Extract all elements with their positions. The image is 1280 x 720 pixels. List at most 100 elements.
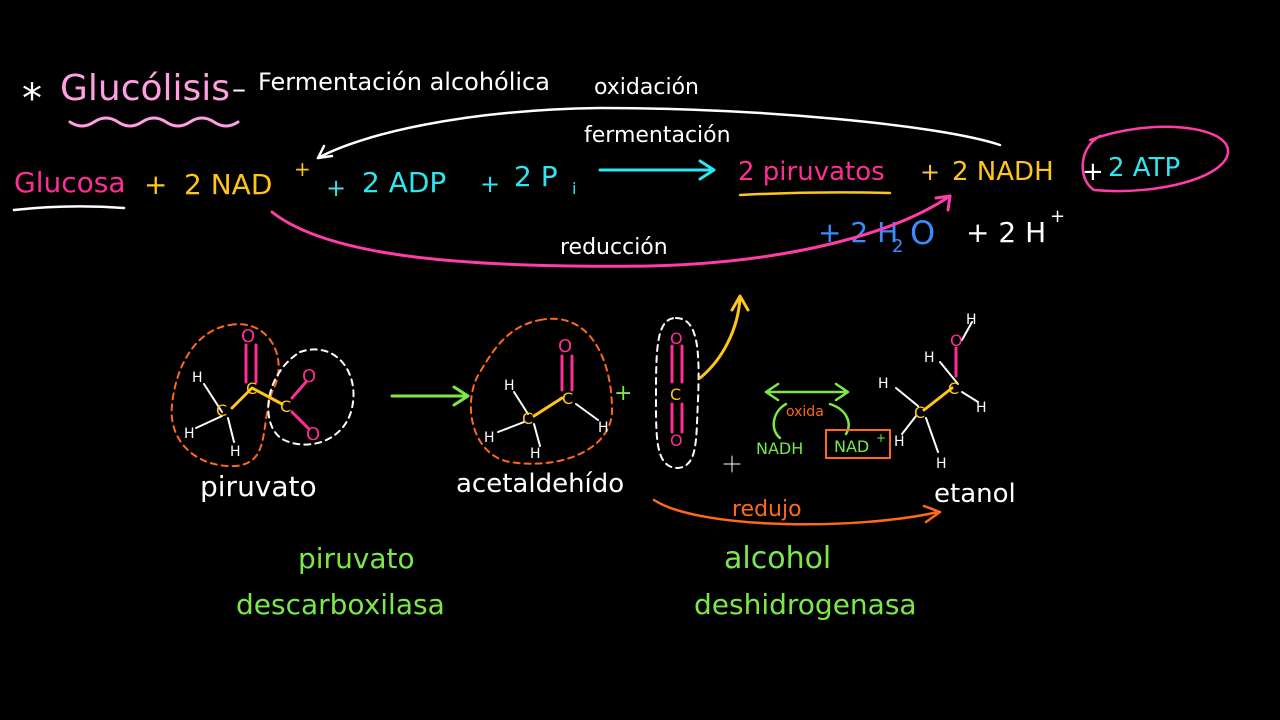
co2-o-bottom: O bbox=[670, 431, 683, 450]
pyruvate-o-top: O bbox=[241, 326, 255, 347]
acetaldehyde-o: O bbox=[558, 336, 572, 357]
title-fermentacion-alcoholica: Fermentación alcohólica bbox=[258, 68, 550, 96]
acetaldehyde-c-2: C bbox=[562, 389, 573, 408]
nadh-exchange: oxida NADH NAD + bbox=[756, 382, 891, 459]
enzyme-2-line-2: deshidrogenasa bbox=[694, 588, 917, 621]
acetaldehyde-h-1: H bbox=[504, 378, 515, 394]
eq-pi: 2 P bbox=[514, 160, 558, 193]
glucosa-underline bbox=[12, 205, 126, 212]
ethanol-h-3: H bbox=[894, 434, 905, 450]
label-redujo: redujo bbox=[732, 497, 802, 522]
ethanol-molecule: O C C H H H H H H bbox=[878, 312, 987, 472]
pyruvate-h-3: H bbox=[230, 444, 241, 460]
acetaldehyde-c-1: C bbox=[522, 409, 533, 428]
pyruvate-bond-c-o bbox=[290, 380, 310, 430]
eq-plus-2: + bbox=[326, 174, 346, 202]
ethanol-o: O bbox=[950, 331, 963, 350]
enzyme-1-line-2: descarboxilasa bbox=[236, 588, 445, 621]
title-underline-wave bbox=[68, 116, 240, 128]
enzyme-1-line-1: piruvato bbox=[298, 542, 415, 575]
eq-nad-superscript: + bbox=[294, 157, 311, 181]
cursor-crosshair bbox=[723, 455, 741, 473]
pyruvate-bond-h bbox=[195, 383, 235, 443]
pyruvate-double-bond-o bbox=[244, 343, 258, 384]
exchange-nad: NAD bbox=[834, 437, 869, 456]
eq-nadh: 2 NADH bbox=[952, 157, 1054, 187]
acetaldehyde-molecule: O C C H H H H bbox=[469, 317, 613, 465]
pyruvate-bond-c1-c2 bbox=[230, 386, 284, 410]
eq-plus-3: + bbox=[480, 170, 500, 198]
ethanol-c-1: C bbox=[914, 403, 925, 422]
pyruvate-h-2: H bbox=[184, 426, 195, 442]
acetaldehyde-h-3: H bbox=[530, 446, 541, 462]
exchange-nad-superscript: + bbox=[876, 431, 886, 445]
ethanol-h-2: H bbox=[924, 350, 935, 366]
eq-plus-4: + bbox=[920, 158, 940, 186]
label-oxida: oxida bbox=[786, 404, 824, 420]
eq-water-subscript: 2 bbox=[892, 236, 903, 257]
eq-proton-superscript: + bbox=[1050, 206, 1065, 227]
co2-molecule: O C O bbox=[655, 294, 750, 469]
atp-circle bbox=[1081, 125, 1230, 193]
pyruvate-h-1: H bbox=[192, 370, 203, 386]
title-star: * bbox=[22, 76, 42, 122]
ethanol-bond-cc bbox=[922, 386, 954, 412]
eq-proton: + 2 H bbox=[966, 216, 1046, 249]
oxidation-arrowhead bbox=[316, 144, 334, 160]
ethanol-h-1: H bbox=[878, 376, 889, 392]
label-reduccion: reducción bbox=[560, 235, 668, 260]
co2-outline bbox=[655, 317, 700, 469]
eq-piruvatos: 2 piruvatos bbox=[738, 157, 885, 187]
pyruvate-c-center: C bbox=[246, 379, 257, 398]
title-dash: – bbox=[232, 72, 246, 105]
acetaldehyde-h-2: H bbox=[484, 430, 495, 446]
piruvatos-underline bbox=[738, 191, 892, 197]
title-glucolisis: Glucólisis bbox=[60, 68, 230, 109]
pyruvate-molecule: O C C C O O H H H bbox=[170, 323, 355, 468]
label-etanol: etanol bbox=[934, 479, 1016, 509]
eq-plus-5: + bbox=[1082, 157, 1104, 187]
label-fermentacion: fermentación bbox=[584, 123, 731, 148]
ethanol-h-4: H bbox=[976, 400, 987, 416]
ethanol-c-2: C bbox=[948, 379, 959, 398]
acetaldehyde-plus: + bbox=[614, 381, 632, 406]
ethanol-h-5: H bbox=[936, 456, 947, 472]
oxida-curve bbox=[772, 402, 850, 440]
acetaldehyde-bond-h bbox=[497, 391, 599, 447]
eq-plus-1: + bbox=[144, 168, 167, 201]
eq-glucosa: Glucosa bbox=[14, 166, 126, 199]
co2-c: C bbox=[670, 385, 681, 404]
acetaldehyde-h-4: H bbox=[598, 420, 609, 436]
eq-adp: 2 ADP bbox=[362, 166, 446, 199]
ethanol-h-oh: H bbox=[966, 312, 977, 328]
pyruvate-c-right: C bbox=[280, 397, 291, 416]
pyruvate-c-left: C bbox=[216, 401, 227, 420]
decarboxylation-arrow bbox=[390, 385, 470, 407]
redujo-arrow bbox=[652, 498, 942, 526]
pyruvate-o-minus: O bbox=[306, 424, 320, 445]
ethanol-bond-h bbox=[895, 321, 979, 453]
eq-water-o: O bbox=[910, 214, 935, 252]
reduction-arc bbox=[270, 194, 952, 268]
acetaldehyde-outline bbox=[469, 317, 613, 465]
reduction-arrowhead bbox=[934, 194, 952, 212]
eq-nad: 2 NAD bbox=[184, 168, 272, 201]
label-oxidacion: oxidación bbox=[594, 75, 699, 100]
label-piruvato: piruvato bbox=[200, 470, 317, 503]
fermentation-arrow bbox=[598, 159, 716, 181]
nad-box bbox=[825, 429, 891, 459]
co2-o-top: O bbox=[670, 329, 683, 348]
co2-double-bond-top bbox=[670, 344, 684, 384]
co2-release-arrow bbox=[698, 294, 750, 380]
pyruvate-o-right: O bbox=[302, 366, 316, 387]
exchange-double-arrow bbox=[764, 382, 850, 402]
eq-atp: 2 ATP bbox=[1108, 153, 1180, 183]
label-acetaldehido: acetaldehído bbox=[456, 469, 624, 499]
eq-pi-subscript: i bbox=[572, 179, 576, 198]
co2-double-bond-bottom bbox=[670, 402, 684, 434]
acetaldehyde-double-bond bbox=[560, 354, 574, 392]
exchange-nadh: NADH bbox=[756, 439, 803, 458]
pyruvate-methyl-outline bbox=[170, 323, 280, 468]
